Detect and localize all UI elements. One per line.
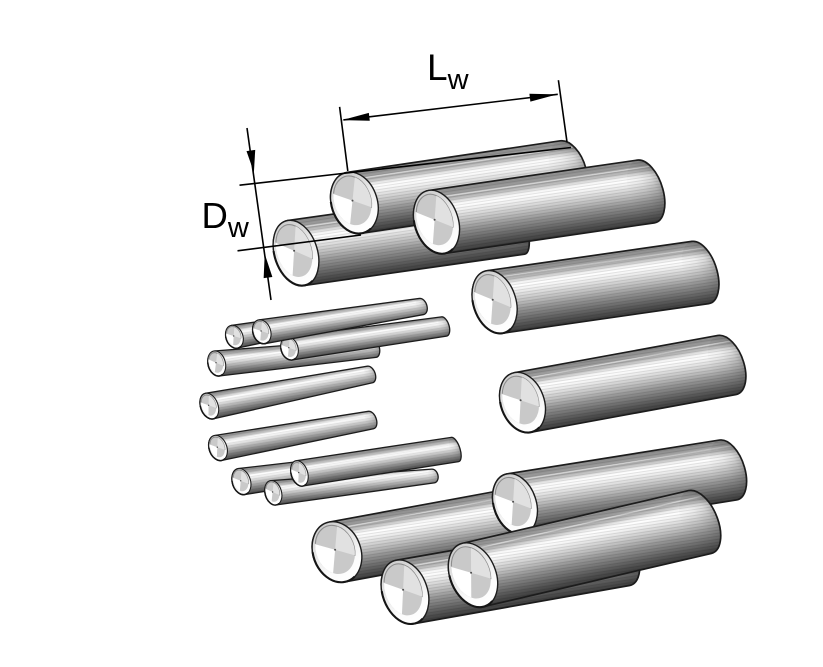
svg-text:Dw: Dw	[202, 195, 250, 244]
svg-text:Lw: Lw	[427, 47, 470, 96]
